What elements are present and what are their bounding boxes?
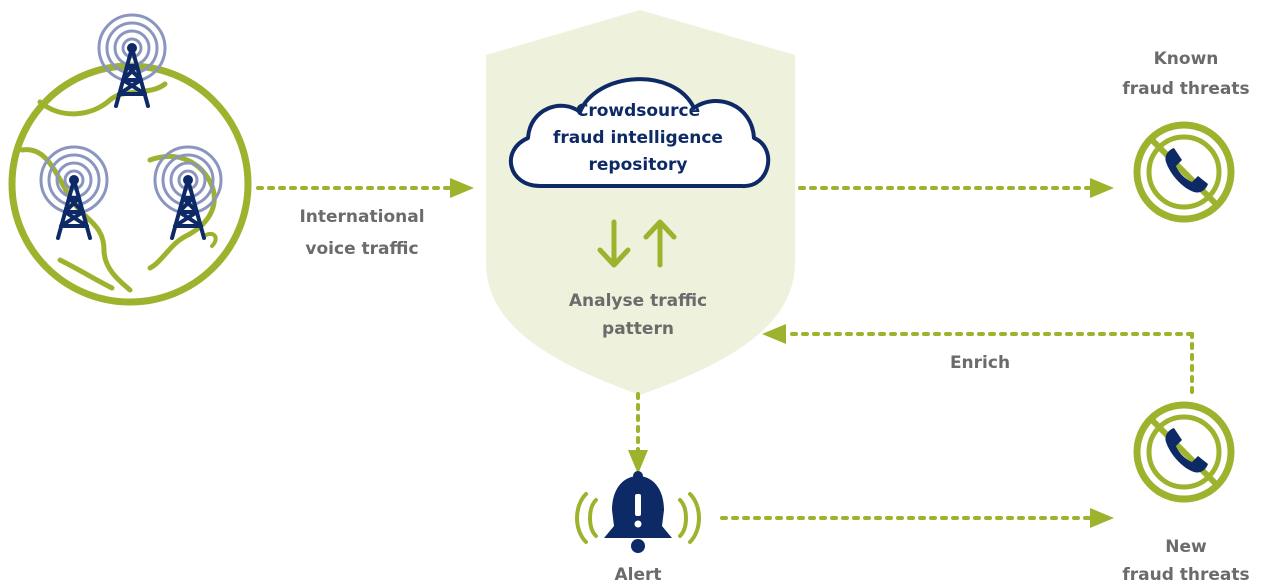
traffic-label-line2: voice traffic [305, 239, 418, 259]
cloud-icon [508, 77, 771, 189]
arrow-to-known-threats [798, 178, 1114, 198]
blocked-phone-icon-known [1137, 125, 1231, 219]
known-label-line1: Known [1154, 49, 1219, 69]
arrow-traffic-to-repository [256, 178, 474, 198]
up-down-arrows-icon [597, 219, 677, 268]
new-label-line2: fraud threats [1122, 565, 1249, 585]
repo-label-line2: fraud intelligence [553, 128, 723, 148]
alarm-bell-icon [575, 471, 701, 553]
arrow-alert-to-new-threats [720, 508, 1114, 528]
new-label-line1: New [1165, 537, 1207, 557]
arrow-enrich-loop [762, 324, 1194, 394]
analyse-label-line1: Analyse traffic [569, 291, 707, 311]
known-label-line2: fraud threats [1122, 79, 1249, 99]
repo-label-line1: Crowdsource [576, 101, 700, 121]
alert-label: Alert [614, 565, 661, 585]
arrow-to-alert [628, 392, 648, 474]
analyse-label-line2: pattern [602, 319, 674, 339]
blocked-phone-icon-new [1137, 405, 1231, 499]
globe-icon [8, 62, 252, 306]
repo-label-line3: repository [589, 155, 688, 175]
enrich-label: Enrich [950, 353, 1010, 373]
traffic-label-line1: International [299, 207, 424, 227]
